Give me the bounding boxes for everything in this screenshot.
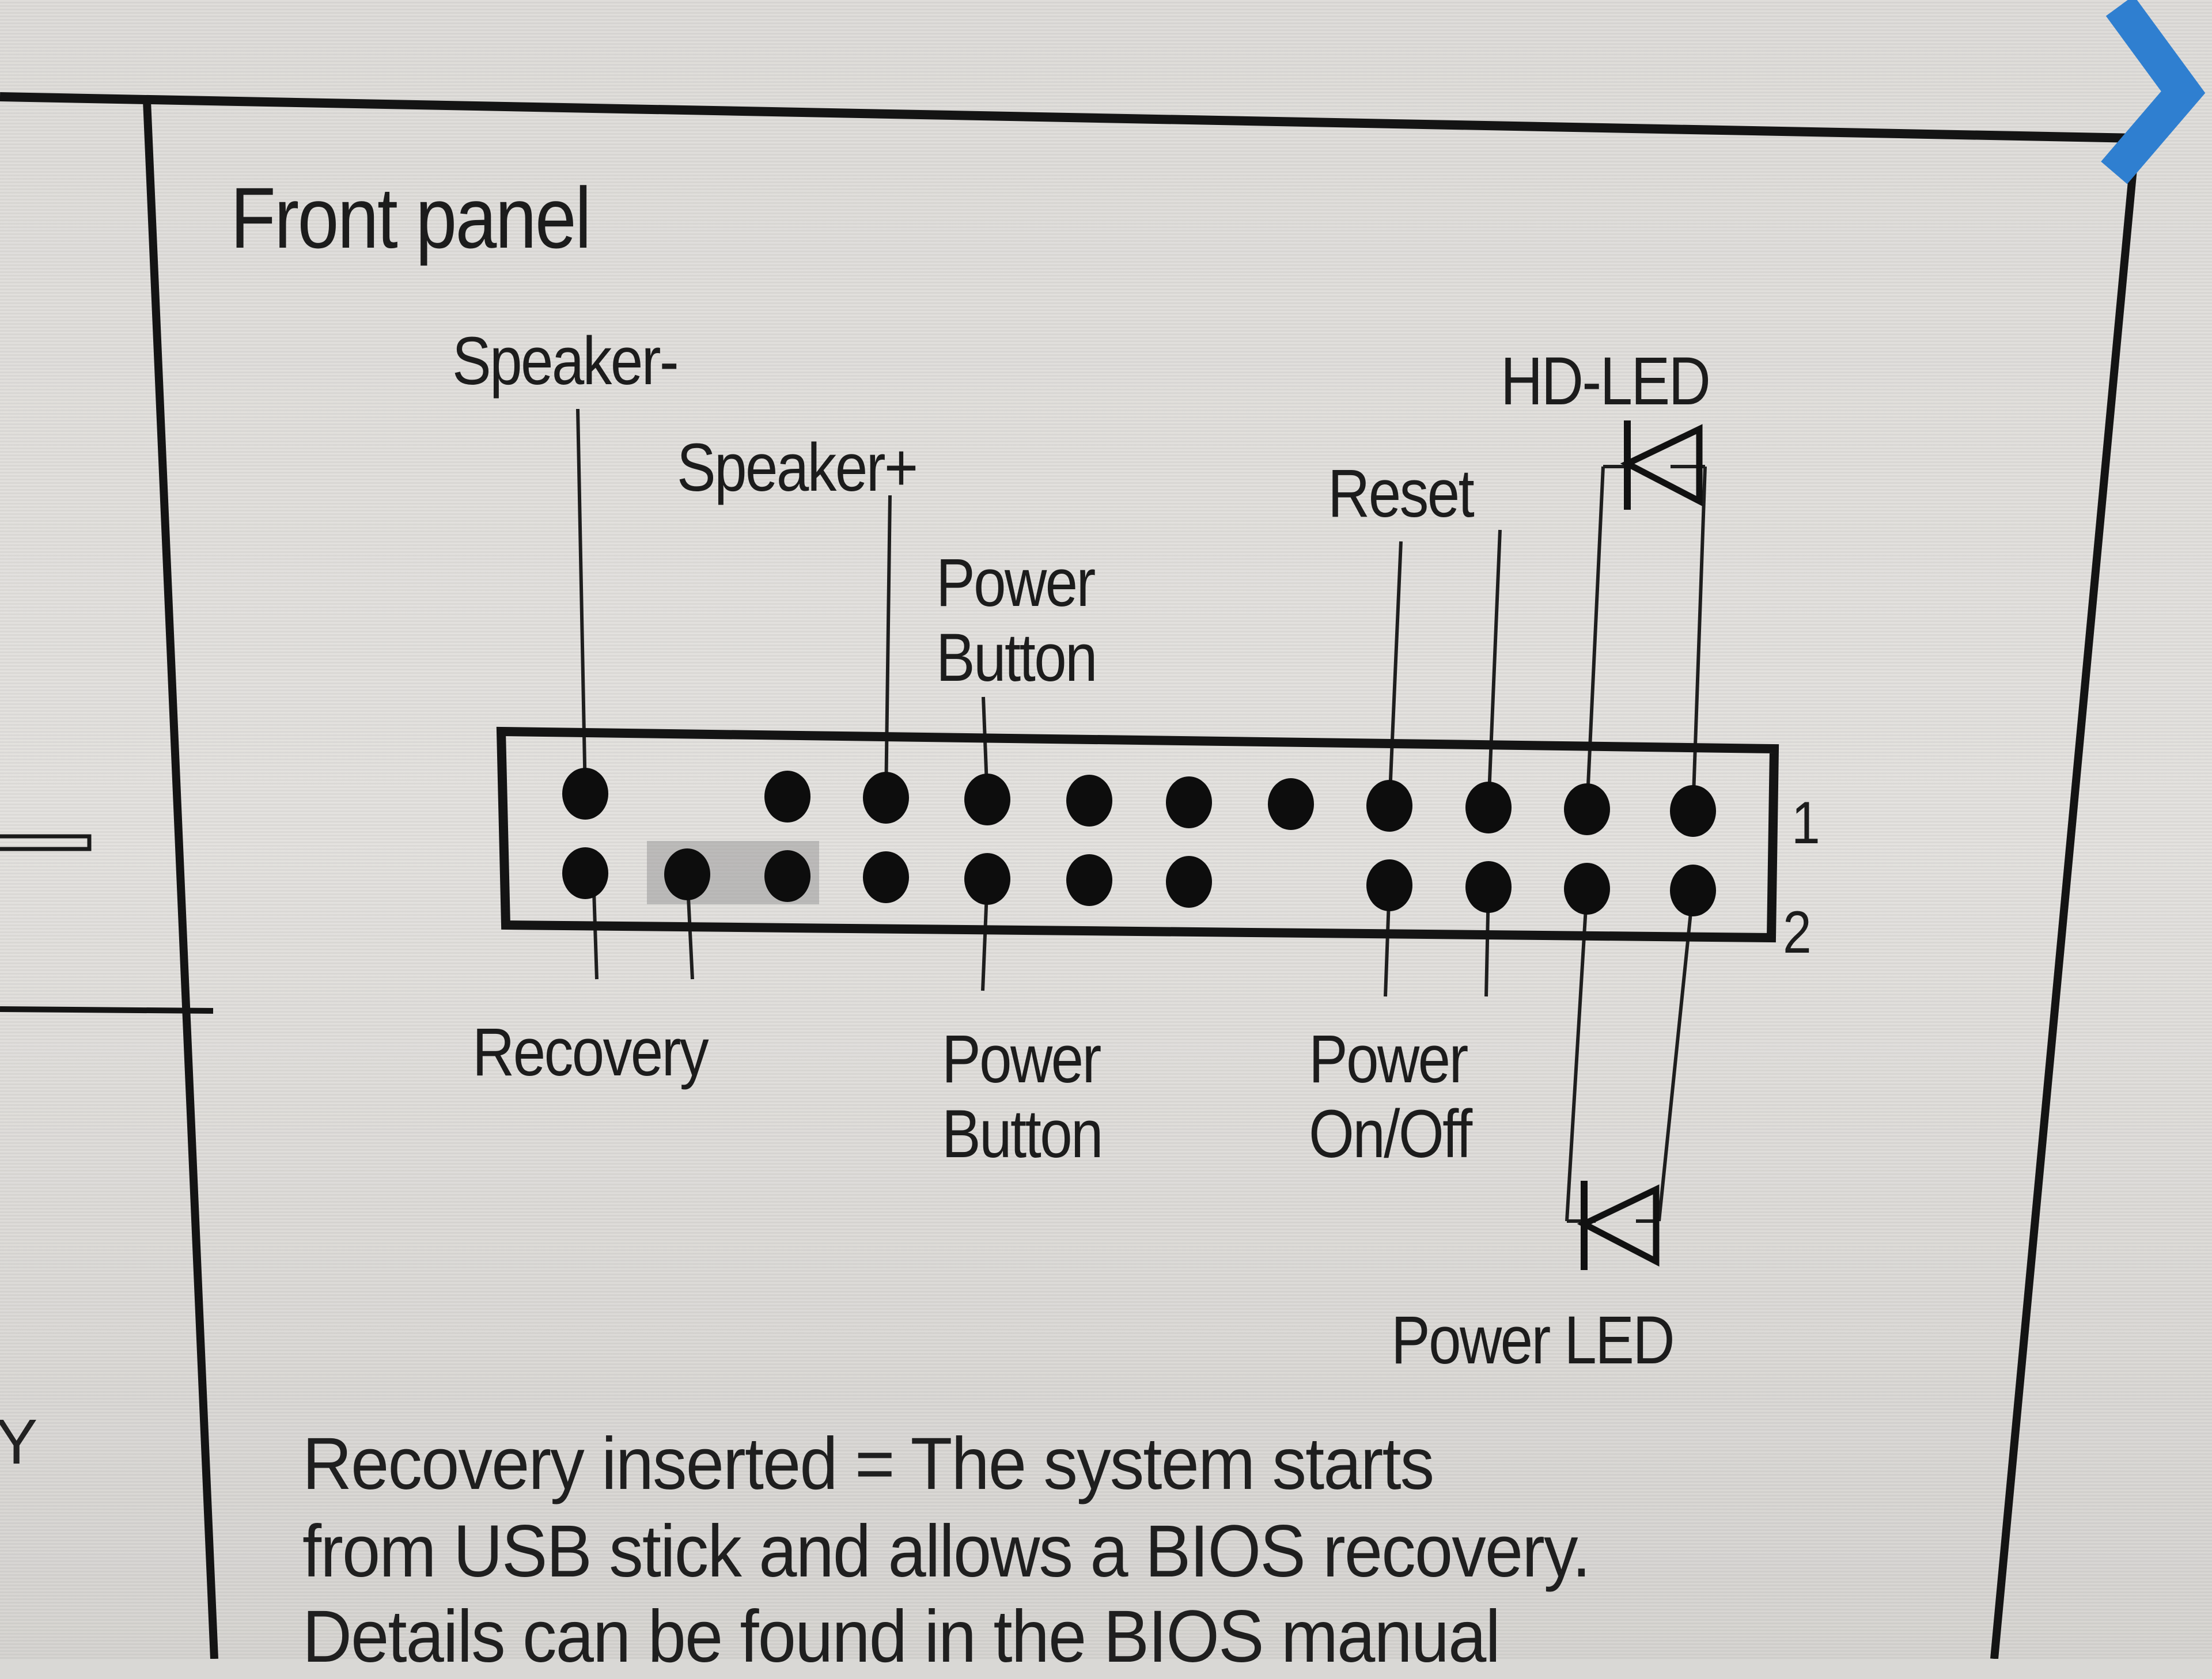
label-power-button-top-2: Button <box>936 620 1097 696</box>
label-power-led: Power LED <box>1391 1302 1675 1378</box>
chevron-right-icon <box>2101 0 2206 184</box>
next-page-button[interactable] <box>2097 0 2212 242</box>
pin-row1 <box>863 772 909 824</box>
row-number-1: 1 <box>1791 790 1820 856</box>
label-hd-led: HD-LED <box>1501 343 1711 419</box>
pin-row1 <box>1564 783 1610 835</box>
label-power-onoff-2: On/Off <box>1309 1096 1472 1172</box>
pin-row2 <box>1564 863 1610 915</box>
wire-hd-led-a <box>1585 466 1605 810</box>
pin-row1 <box>1268 778 1314 830</box>
pin-row2 <box>1066 854 1112 906</box>
pin-row2 <box>1465 861 1512 913</box>
label-speaker-minus: Speaker- <box>452 323 679 399</box>
pin-row2 <box>1166 856 1212 908</box>
power-led-diode-icon-triangle <box>1577 1184 1660 1267</box>
pin-row1 <box>764 771 810 823</box>
pin-row2 <box>1366 859 1412 911</box>
note-line-3: Details can be found in the BIOS manual <box>302 1595 1501 1678</box>
pin-row2 <box>562 847 608 899</box>
pin-row1 <box>1066 775 1112 827</box>
connector-box <box>496 726 1779 943</box>
top-border-line <box>0 92 2138 143</box>
pin-row2 <box>664 848 710 900</box>
left-small-rect <box>0 834 92 851</box>
pin-row1 <box>964 774 1010 825</box>
wire-speaker-plus <box>884 495 892 798</box>
pin-row2 <box>863 851 909 903</box>
wire-reset-a <box>1388 541 1403 806</box>
wire-reset-b <box>1487 529 1502 808</box>
wire-power-led-b <box>1657 890 1695 1222</box>
section-title: Front panel <box>230 169 592 266</box>
pin-row1 <box>1366 780 1412 832</box>
label-reset: Reset <box>1328 456 1475 532</box>
note-line-2: from USB stick and allows a BIOS recover… <box>302 1510 1591 1593</box>
label-power-button-bottom-2: Button <box>942 1096 1103 1172</box>
pin-row1 <box>562 768 608 820</box>
label-speaker-plus: Speaker+ <box>677 430 918 506</box>
pin-row1 <box>1166 776 1212 828</box>
label-power-button-bottom-1: Power <box>942 1021 1101 1097</box>
hd-led-diode-icon-triangle <box>1620 424 1703 507</box>
pin-row1 <box>1465 782 1512 833</box>
right-page-border <box>1990 138 2140 1659</box>
left-column-border <box>143 100 218 1659</box>
wire-power-led-a <box>1565 888 1589 1222</box>
label-power-button-top-1: Power <box>936 545 1096 621</box>
label-recovery: Recovery <box>472 1014 709 1090</box>
left-row-divider <box>0 1006 214 1014</box>
pin-row2 <box>1670 865 1716 916</box>
row-number-2: 2 <box>1783 899 1812 966</box>
pin-row2 <box>764 850 810 902</box>
label-power-onoff-1: Power <box>1309 1021 1468 1097</box>
note-line-1: Recovery inserted = The system starts <box>302 1423 1434 1505</box>
pin-row2 <box>964 853 1010 905</box>
pin-row1 <box>1670 785 1716 837</box>
sidebar-partial-letter: Y <box>0 1407 38 1477</box>
wire-hd-led-b <box>1691 466 1707 812</box>
